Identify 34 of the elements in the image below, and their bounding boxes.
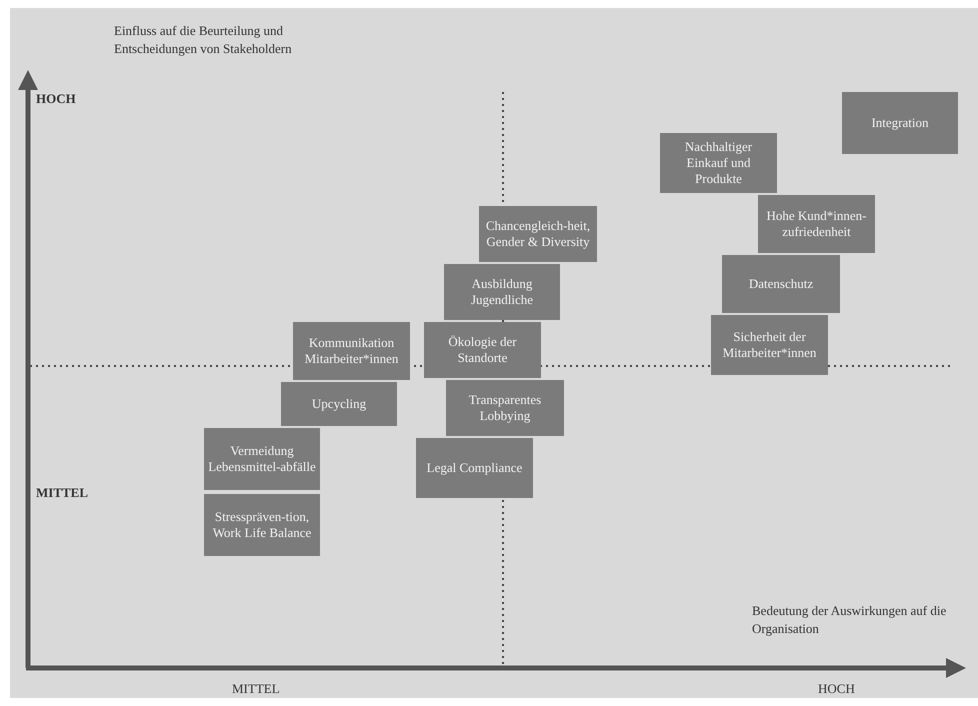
topic-box bbox=[479, 206, 597, 262]
topic-label: Ökologie der Standorte bbox=[447, 334, 518, 366]
topic-box bbox=[446, 380, 564, 436]
topic-label: Integration bbox=[871, 115, 929, 131]
topic-label: Vermeidung Lebensmittel-abfälle bbox=[208, 443, 316, 475]
topic-box bbox=[660, 133, 777, 193]
topic-label: Stresspräven-tion, Work Life Balance bbox=[212, 509, 312, 541]
topic-label: Datenschutz bbox=[748, 276, 814, 292]
topic-label: Upcycling bbox=[312, 396, 366, 412]
topic-box bbox=[444, 264, 560, 320]
topic-label: Hohe Kund*innen-zufriedenheit bbox=[765, 208, 868, 240]
topic-box bbox=[416, 438, 533, 498]
topic-box bbox=[293, 322, 410, 380]
topic-label: Nachhaltiger Einkauf und Produkte bbox=[684, 139, 754, 187]
axis-level-label: MITTEL bbox=[36, 484, 88, 502]
topic-box bbox=[204, 428, 320, 490]
topic-box bbox=[842, 92, 958, 154]
axis-level-label: HOCH bbox=[818, 680, 855, 698]
topic-box bbox=[758, 195, 875, 253]
topic-label: Chancengleich-heit, Gender & Diversity bbox=[484, 218, 592, 250]
topic-box bbox=[424, 322, 541, 378]
topic-label: Legal Compliance bbox=[426, 460, 522, 476]
topic-label: Transparentes Lobbying bbox=[468, 392, 542, 424]
axis-level-label: HOCH bbox=[36, 90, 76, 108]
axis-title: Bedeutung der Auswirkungen auf die Organisation bbox=[752, 602, 948, 638]
axis-title: Einfluss auf die Beurteilung und Entscheidungen von Stakeholdern bbox=[114, 22, 293, 58]
topic-label: Ausbildung Jugendliche bbox=[470, 276, 534, 308]
topic-label: Kommunikation Mitarbeiter*innen bbox=[304, 335, 400, 367]
topic-box bbox=[204, 494, 320, 556]
axis-level-label: MITTEL bbox=[232, 680, 280, 698]
topic-box bbox=[722, 255, 840, 313]
topic-box bbox=[711, 315, 828, 375]
topic-label: Sicherheit der Mitarbeiter*innen bbox=[722, 329, 818, 361]
topic-box bbox=[281, 382, 397, 426]
